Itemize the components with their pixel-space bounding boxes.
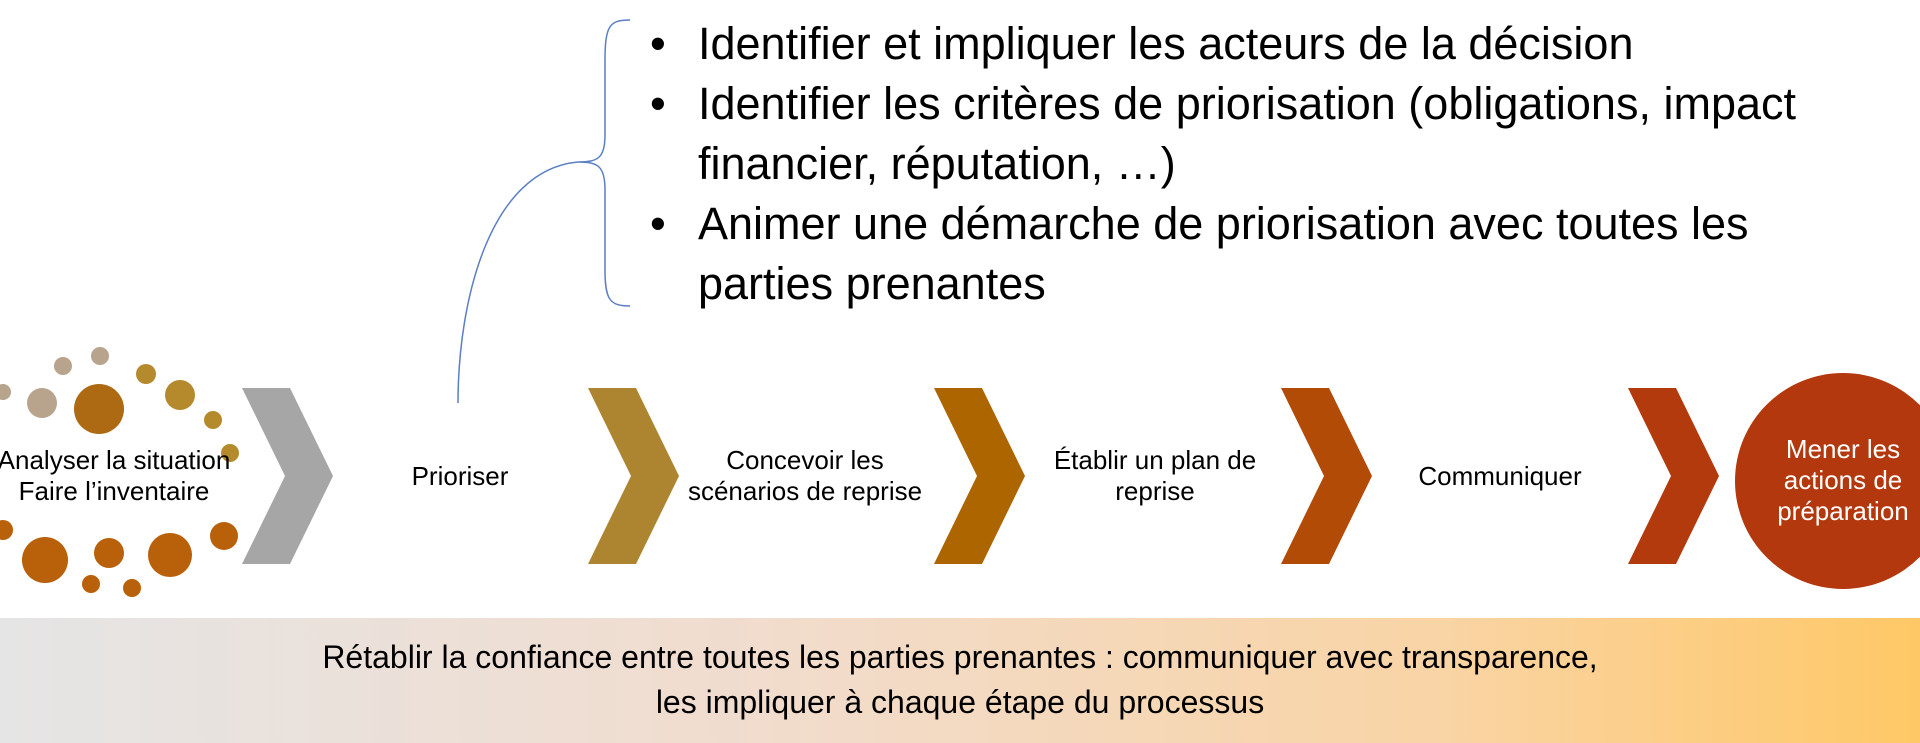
step-communiquer-label: Communiquer xyxy=(1418,461,1582,491)
bullet-text: Identifier et impliquer les acteurs de l… xyxy=(698,18,1634,69)
dot xyxy=(204,411,222,429)
dot xyxy=(27,388,57,418)
bullet-item: • Identifier et impliquer les acteurs de… xyxy=(650,14,1800,74)
dot xyxy=(148,533,192,577)
bullet-item: • Identifier les critères de priorisatio… xyxy=(650,74,1800,194)
step-concevoir-line2: scénarios de reprise xyxy=(687,476,923,506)
bullet-dot: • xyxy=(650,198,666,249)
dot xyxy=(54,357,72,375)
brace xyxy=(577,19,631,307)
step-mener-line1: Mener les xyxy=(1785,434,1901,464)
dot xyxy=(123,579,141,597)
step-prioriser: Prioriser xyxy=(360,461,560,492)
step-etablir-line2: reprise xyxy=(1115,476,1195,506)
step-analyser-line2: Faire l’inventaire xyxy=(18,476,210,506)
dot-cluster xyxy=(0,347,239,597)
dot xyxy=(165,380,195,410)
step-analyser-line1: Analyser la situation xyxy=(0,445,231,475)
final-step-circle xyxy=(1735,373,1920,589)
brace-connector xyxy=(457,19,631,404)
dot xyxy=(22,537,68,583)
bullet-text: Animer une démarche de priorisation avec… xyxy=(698,198,1749,309)
dot xyxy=(82,575,100,593)
dot xyxy=(136,364,156,384)
step-concevoir-line1: Concevoir les xyxy=(726,445,884,475)
chevron-5 xyxy=(1628,388,1719,564)
chevron-4 xyxy=(1281,388,1372,564)
chevron-1 xyxy=(242,388,333,564)
brace-link xyxy=(457,161,579,404)
banner-line2: les impliquer à chaque étape du processu… xyxy=(655,684,1265,720)
dot xyxy=(91,347,109,365)
dot xyxy=(210,522,238,550)
banner-line1: Rétablir la confiance entre toutes les p… xyxy=(322,639,1598,675)
chevron-3 xyxy=(934,388,1025,564)
step-mener-line3: préparation xyxy=(1777,496,1909,526)
bullet-list: • Identifier et impliquer les acteurs de… xyxy=(650,14,1800,314)
step-etablir: Établir un plan de reprise xyxy=(1030,445,1280,507)
step-prioriser-label: Prioriser xyxy=(411,461,509,491)
dot xyxy=(0,520,13,540)
dot xyxy=(221,444,239,462)
bullet-dot: • xyxy=(650,18,666,69)
dot xyxy=(0,384,11,400)
bullet-dot: • xyxy=(650,78,666,129)
step-analyser: Analyser la situation Faire l’inventaire xyxy=(0,445,244,507)
step-mener-line2: actions de xyxy=(1783,465,1903,495)
bullet-item: • Animer une démarche de priorisation av… xyxy=(650,194,1800,314)
dot xyxy=(94,538,124,568)
step-communiquer: Communiquer xyxy=(1380,461,1620,492)
bullet-text: Identifier les critères de priorisation … xyxy=(698,78,1796,189)
bottom-banner: Rétablir la confiance entre toutes les p… xyxy=(0,618,1920,743)
step-etablir-line1: Établir un plan de xyxy=(1053,445,1257,475)
chevron-2 xyxy=(588,388,679,564)
step-concevoir: Concevoir les scénarios de reprise xyxy=(680,445,930,507)
dot xyxy=(74,384,124,434)
step-mener: Mener les actions de préparation xyxy=(1753,434,1920,527)
